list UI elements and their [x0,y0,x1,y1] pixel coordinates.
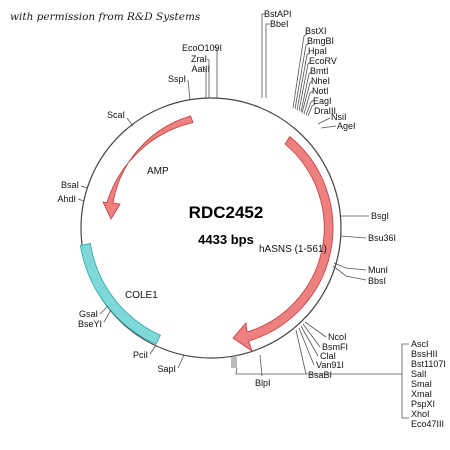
amp-feature-arrow [102,115,194,220]
site-leader-ncoi [304,321,327,338]
site-label-pspxi: PspXI [411,399,435,409]
site-leader-muni [333,262,367,271]
site-leader-van91i [298,327,315,366]
site-label-bmgbi: BmgBI [307,36,334,46]
site-leader-ahdi [77,198,85,202]
site-label-bstxi: BstXI [305,26,327,36]
site-leader-bbsi [332,265,367,281]
site-leader-nhei [301,80,313,114]
site-label-eco0109i: EcoO109I [182,43,222,53]
site-label-ncoi: NcoI [328,332,347,342]
site-leader-bmti [300,71,312,113]
plasmid-name: RDC2452 [189,203,264,222]
site-label-sali: SalI [411,369,427,379]
site-label-eco47iii: Eco47III [411,419,444,429]
site-leader-bstapi [261,13,266,98]
site-label-muni: MunI [368,265,388,275]
site-label-sspi: SspI [168,74,186,84]
site-label-smai: SmaI [411,379,432,389]
site-label-hpai: HpaI [308,46,327,56]
site-leader-mcs-bracket [235,343,409,419]
cole1-origin-band [79,243,161,345]
site-leader-ecorv [298,61,311,112]
site-leader-noti [303,90,314,115]
site-label-blpi: BlpI [255,378,271,388]
site-label-clai: ClaI [320,351,336,361]
site-label-bsshii: BssHII [411,349,438,359]
site-label-bsmfi: BsmFI [322,342,348,352]
site-label-scai: ScaI [107,110,125,120]
site-leader-bseyi [103,309,112,323]
site-label-ahdi: AhdI [57,194,76,204]
site-label-eagi: EagI [313,96,332,106]
site-label-van91i: Van91I [316,360,344,370]
site-label-bst1107i: Bst1107I [411,359,446,369]
site-leader-bbei [265,23,270,98]
site-label-bbsi: BbsI [368,276,386,286]
site-label-bseyi: BseYI [78,319,102,329]
site-label-draiii: DraIII [314,106,336,116]
site-label-xmai: XmaI [411,389,432,399]
site-leader-bstxi [292,32,309,109]
plasmid-size: 4433 bps [198,232,254,247]
site-label-sapi: SapI [157,364,176,374]
site-label-agei: AgeI [337,121,356,131]
site-leader-nsii [317,117,331,125]
site-leader-pcii [149,344,157,355]
site-leader-blpi [259,354,263,377]
site-leader-bsu36i [339,235,367,239]
feature-label-amp: AMP [147,166,169,177]
site-label-ecorv: EcoRV [309,56,337,66]
site-label-aatii: AatII [191,64,210,74]
permission-credit: with permission from R&D Systems [10,11,201,23]
site-label-bmti: BmtI [310,66,329,76]
site-leader-eagi [305,99,315,116]
site-leader-sspi [187,79,191,101]
site-leader-gsai [99,305,109,315]
site-leader-agei [320,125,337,129]
site-label-bsabi: BsaBI [308,370,332,380]
site-label-xhoi: XhoI [411,409,430,419]
site-leader-scai [126,117,134,127]
site-leader-eco0109i [213,46,218,98]
site-leader-sapi [177,354,185,369]
site-leader-hpai [296,52,310,111]
site-leader-aatii [203,68,207,98]
site-leader-clai [300,325,319,357]
site-leader-bsai [80,185,89,189]
feature-label-hasns: hASNS (1-561) [259,244,327,255]
site-label-asci: AscI [411,339,429,349]
site-leader-bmgbi [294,42,310,110]
site-leader-bsmfi [302,323,321,348]
site-label-nsii: NsiI [331,112,347,122]
site-label-bsai: BsaI [61,180,79,190]
site-label-bsgi: BsgI [371,211,389,221]
site-label-pcii: PciI [133,350,148,360]
plasmid-backbone [80,97,342,359]
site-label-nhei: NheI [311,76,330,86]
site-label-zrai: ZraI [191,54,207,64]
site-label-noti: NotI [312,86,329,96]
hasns-feature-arrow [232,136,334,353]
site-leader-draiii [307,103,316,117]
site-leader-zrai [206,58,210,98]
feature-label-cole1: COLE1 [125,290,158,301]
site-label-bsu36i: Bsu36I [368,233,396,243]
site-leader-bsabi [295,329,307,375]
site-label-gsai: GsaI [79,309,98,319]
site-label-bbei: BbeI [270,19,289,29]
site-label-bstapi: BstAPI [264,9,292,19]
